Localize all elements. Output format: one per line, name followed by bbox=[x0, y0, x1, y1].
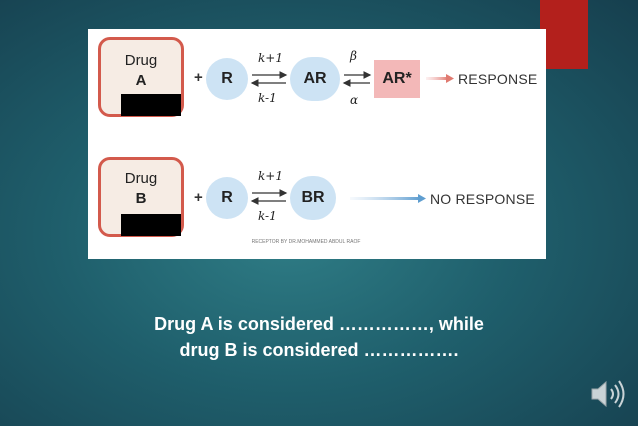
diagram-panel: Drug A + R k+1 k-1 AR β α AR* RESPONSE D… bbox=[88, 29, 546, 259]
drug-b-label: Drug bbox=[124, 170, 158, 187]
receptor-a: R bbox=[206, 58, 248, 100]
complex-ar: AR bbox=[290, 57, 340, 101]
redaction-bar bbox=[121, 214, 181, 236]
question-line-1: Drug A is considered ……………, while bbox=[154, 314, 484, 334]
speaker-icon[interactable] bbox=[588, 376, 626, 412]
receptor-b: R bbox=[206, 177, 248, 219]
drug-a-label: Drug bbox=[124, 52, 158, 69]
complex-br: BR bbox=[290, 176, 336, 220]
no-response-label: NO RESPONSE bbox=[430, 191, 535, 207]
drug-b-letter: B bbox=[135, 190, 147, 207]
rate-k-forward-b: k+1 bbox=[258, 169, 283, 183]
no-response-arrow bbox=[350, 197, 420, 200]
response-label: RESPONSE bbox=[458, 71, 538, 87]
drug-a-box: Drug A bbox=[98, 37, 184, 117]
rate-beta: β bbox=[350, 49, 357, 63]
redaction-bar bbox=[121, 94, 181, 116]
drug-b-box: Drug B bbox=[98, 157, 184, 237]
plus-sign-a: + bbox=[194, 69, 203, 86]
reaction-arrows bbox=[250, 71, 454, 205]
plus-sign-b: + bbox=[194, 189, 203, 206]
accent-block bbox=[540, 0, 588, 69]
rate-k-reverse-a: k-1 bbox=[258, 91, 277, 105]
drug-a-letter: A bbox=[135, 72, 147, 89]
rate-alpha: α bbox=[350, 93, 359, 107]
rate-k-forward-a: k+1 bbox=[258, 51, 283, 65]
question-line-2: drug B is considered ……………. bbox=[179, 340, 459, 360]
response-arrow bbox=[426, 77, 448, 80]
rate-k-reverse-b: k-1 bbox=[258, 209, 277, 223]
complex-ar-active: AR* bbox=[374, 60, 420, 98]
image-credit: RECEPTOR BY DR.MOHAMMED ABDUL RAOF bbox=[251, 239, 361, 245]
